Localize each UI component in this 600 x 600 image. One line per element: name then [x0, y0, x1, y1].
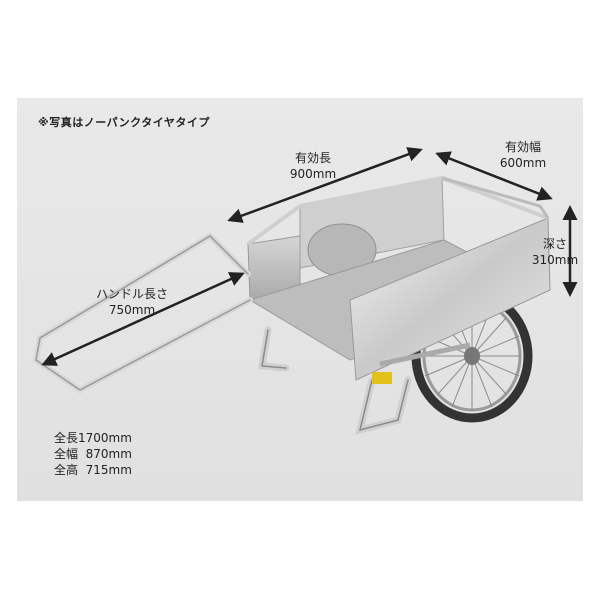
total-length: 全長1700mm [54, 431, 132, 445]
effective-length-label: 有効長 900mm [268, 150, 358, 182]
effective-width-title: 有効幅 [504, 140, 541, 154]
effective-width-value: 600mm [499, 156, 547, 170]
effective-width-label: 有効幅 600mm [478, 139, 568, 171]
front-side-panel [349, 217, 551, 381]
overall-specs: 全長1700mm 全幅 870mm 全高 715mm [54, 430, 132, 478]
total-width: 全幅 870mm [54, 447, 132, 461]
handle [32, 232, 253, 394]
handle-length-value: 750mm [108, 303, 156, 317]
depth-label: 深さ 310mm [515, 236, 595, 268]
handle-length-arrow [41, 272, 245, 366]
depth-title: 深さ [542, 237, 567, 251]
depth-value: 310mm [531, 253, 579, 267]
width-arrow [435, 151, 553, 201]
total-height: 全高 715mm [54, 463, 132, 477]
effective-length-value: 900mm [289, 167, 337, 181]
photo-note: ※写真はノーパンクタイヤタイプ [38, 116, 210, 129]
handle-length-label: ハンドル長さ 750mm [72, 286, 192, 318]
handle-length-title: ハンドル長さ [95, 287, 168, 301]
length-arrow [227, 147, 423, 223]
warning-label [372, 372, 392, 384]
effective-length-title: 有効長 [294, 151, 331, 165]
